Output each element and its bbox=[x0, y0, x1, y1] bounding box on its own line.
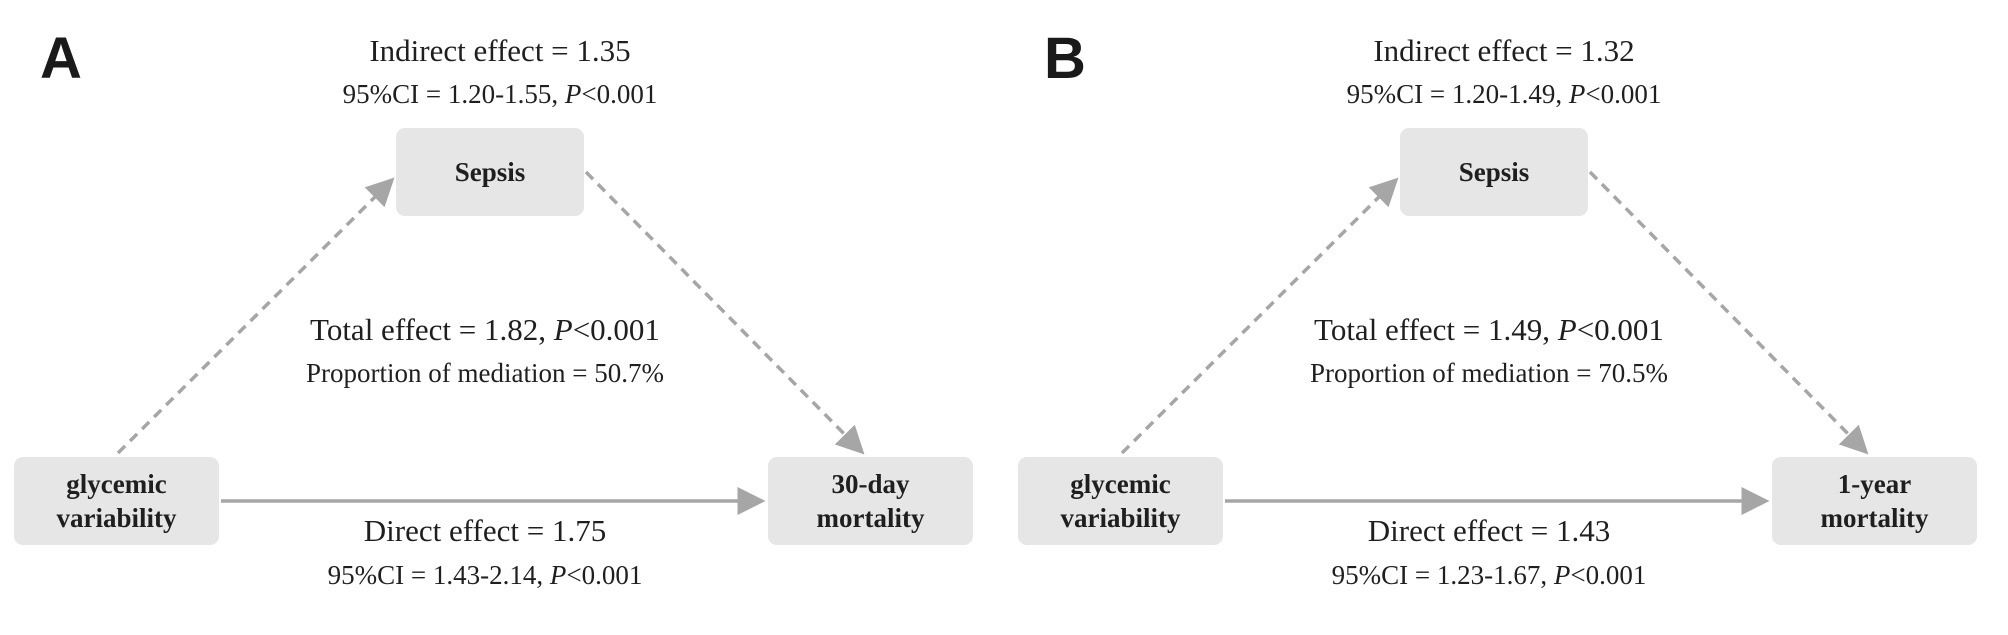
outcome-node: 30-day mortality bbox=[768, 457, 973, 545]
mediator-node: Sepsis bbox=[1400, 128, 1588, 216]
panel-a: A Indirect effect = 1.35 95%CI = 1.20-1.… bbox=[14, 26, 973, 590]
path-b-mediator-to-outcome bbox=[584, 170, 865, 455]
indirect-effect-ci: 95%CI = 1.20-1.55, P<0.001 bbox=[342, 79, 658, 109]
direct-effect-label: Direct effect = 1.43 bbox=[1367, 513, 1611, 548]
path-a-exposure-to-mediator bbox=[1120, 177, 1399, 455]
mediator-node: Sepsis bbox=[396, 128, 584, 216]
exposure-node: glycemic variability bbox=[14, 457, 219, 545]
panel-b-arrows bbox=[1120, 170, 1869, 515]
proportion-of-mediation-label: Proportion of mediation = 50.7% bbox=[306, 358, 664, 388]
panel-letter: B bbox=[1044, 26, 1086, 91]
panel-letter: A bbox=[40, 26, 82, 91]
proportion-of-mediation-label: Proportion of mediation = 70.5% bbox=[1310, 358, 1668, 388]
direct-effect-ci: 95%CI = 1.43-2.14, P<0.001 bbox=[327, 560, 643, 590]
indirect-effect-label: Indirect effect = 1.32 bbox=[1373, 33, 1635, 68]
outcome-node: 1-year mortality bbox=[1772, 457, 1977, 545]
path-b-mediator-to-outcome bbox=[1588, 170, 1869, 455]
direct-effect-ci: 95%CI = 1.23-1.67, P<0.001 bbox=[1331, 560, 1647, 590]
total-effect-label: Total effect = 1.82, P<0.001 bbox=[310, 312, 660, 347]
total-effect-label: Total effect = 1.49, P<0.001 bbox=[1314, 312, 1664, 347]
path-a-exposure-to-mediator bbox=[116, 177, 395, 455]
panel-a-arrows bbox=[116, 170, 865, 515]
indirect-effect-ci: 95%CI = 1.20-1.49, P<0.001 bbox=[1346, 79, 1662, 109]
panel-b: B Indirect effect = 1.32 95%CI = 1.20-1.… bbox=[1004, 0, 2008, 635]
direct-effect-label: Direct effect = 1.75 bbox=[363, 513, 607, 548]
exposure-node: glycemic variability bbox=[1018, 457, 1223, 545]
indirect-effect-label: Indirect effect = 1.35 bbox=[369, 33, 631, 68]
